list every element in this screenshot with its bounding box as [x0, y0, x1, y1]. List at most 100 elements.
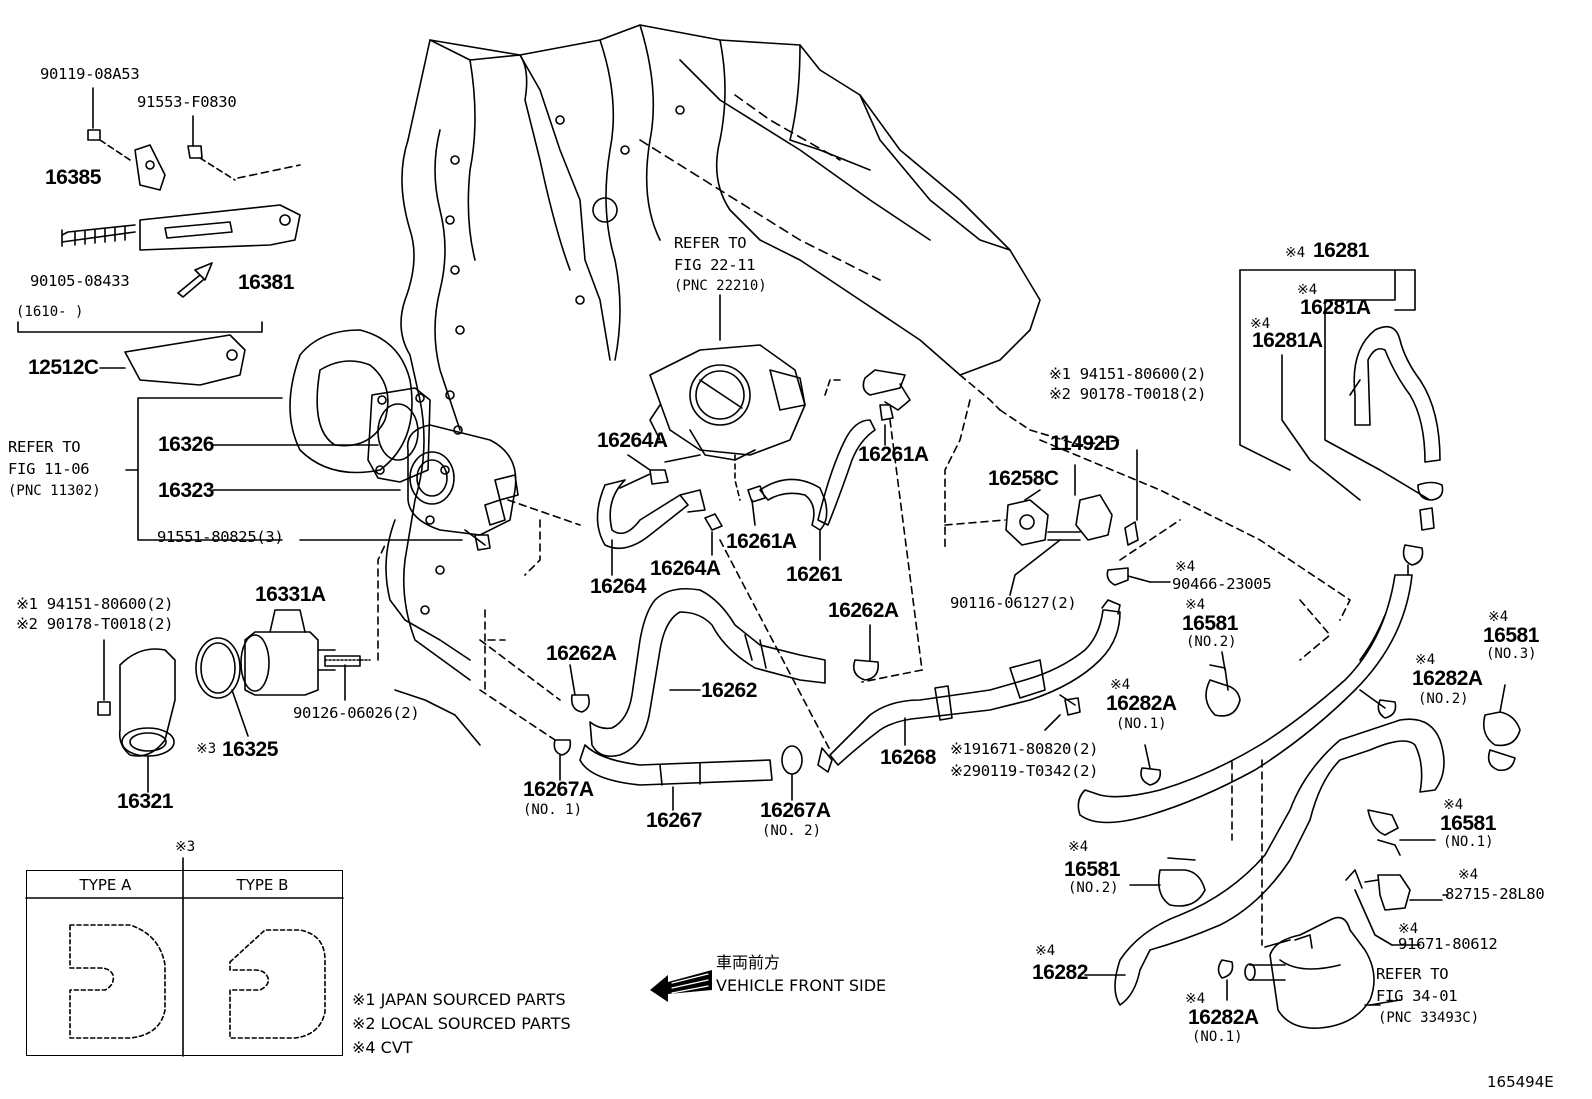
- part-label-16581-no2-bottom: 16581: [1064, 858, 1120, 881]
- part-label-16581-no3: 16581: [1483, 624, 1539, 647]
- thermostat-group: [97, 544, 386, 793]
- mark-4-16281A-left: ※4: [1250, 316, 1271, 332]
- no2-16282A: (NO.2): [1418, 691, 1469, 707]
- mark-4-16282A-no2: ※4: [1415, 652, 1436, 668]
- mark-4-90466: ※4: [1175, 559, 1196, 575]
- note-94151-left: ※1 94151-80600(2): [16, 595, 174, 613]
- part-label-90126-06026: 90126-06026(2): [293, 704, 420, 722]
- no1-16282A-top: (NO.1): [1116, 716, 1167, 732]
- no3-16581: (NO.3): [1486, 646, 1537, 662]
- part-label-16264A-bottom: 16264A: [650, 557, 721, 580]
- mark-4-16581-no3: ※4: [1488, 609, 1509, 625]
- note-90119-T0342: ※290119-T0342(2): [950, 762, 1099, 780]
- no1-16581: (NO.1): [1443, 834, 1494, 850]
- part-label-16325: 16325: [222, 738, 278, 761]
- part-label-91551-80825: 91551-80825(3): [157, 528, 284, 546]
- type-b-label: TYPE B: [236, 876, 289, 894]
- part-label-16267: 16267: [646, 809, 702, 832]
- part-label-16267A-no2: 16267A: [760, 799, 831, 822]
- legend-note-2: ※2 LOCAL SOURCED PARTS: [352, 1014, 571, 1033]
- refer-fig11-line1: REFER TO: [8, 438, 81, 456]
- part-label-16581-no2-top: 16581: [1182, 612, 1238, 635]
- part-label-16282: 16282: [1032, 961, 1088, 984]
- part-label-16261A-mid: 16261A: [726, 530, 797, 553]
- note-90178-right: ※2 90178-T0018(2): [1049, 385, 1207, 403]
- refer-fig11-line2: FIG 11-06: [8, 460, 90, 478]
- part-label-16262A-left: 16262A: [546, 642, 617, 665]
- no2-16267A: (NO. 2): [762, 823, 822, 839]
- type-box: TYPE A TYPE B: [26, 870, 343, 1056]
- mark-4-16281A-top: ※4: [1297, 282, 1318, 298]
- water-outlet-parts: [367, 387, 581, 576]
- front-arrow-icon: [650, 970, 712, 1002]
- part-label-16282A-no1-top: 16282A: [1106, 692, 1177, 715]
- engine-block-outline: [289, 24, 1121, 746]
- refer-fig34-line1: REFER TO: [1376, 965, 1449, 983]
- plug-plate-parts: [1005, 439, 1351, 621]
- part-label-16323: 16323: [158, 479, 214, 502]
- refer-fig22-line2: FIG 22-11: [674, 256, 756, 274]
- part-label-16264A-top: 16264A: [597, 429, 668, 452]
- part-label-90466-23005: 90466-23005: [1172, 575, 1272, 593]
- throttle-body: [649, 294, 806, 501]
- part-label-16321: 16321: [117, 790, 173, 813]
- part-label-16262A-right: 16262A: [828, 599, 899, 622]
- part-label-12512C: 12512C: [28, 356, 99, 379]
- part-label-16262: 16262: [701, 679, 757, 702]
- type-box-shapes: [25, 857, 344, 1057]
- part-label-90119-08A53: 90119-08A53: [40, 65, 140, 83]
- mark-4-91671: ※4: [1398, 921, 1419, 937]
- note-91671-80820: ※191671-80820(2): [950, 740, 1099, 758]
- refer-fig11-line3: (PNC 11302): [8, 483, 101, 499]
- hose-16281-bundle: [1077, 269, 1444, 824]
- part-label-82715-28L80: 82715-28L80: [1445, 885, 1545, 903]
- leader-lines: [1149, 581, 1449, 1006]
- hose-16282: [1084, 614, 1445, 1006]
- mark-4-16282A-no1-top: ※4: [1110, 677, 1131, 693]
- part-label-16267A-no1: 16267A: [523, 778, 594, 801]
- part-label-90116-06127: 90116-06127(2): [950, 594, 1077, 612]
- bracket-assembly: [61, 87, 301, 298]
- date-range-label: (1610- ): [16, 304, 84, 320]
- part-label-16331A: 16331A: [255, 583, 326, 606]
- mark-4-16581-no1: ※4: [1443, 797, 1464, 813]
- part-label-16268: 16268: [880, 746, 936, 769]
- hose-clips: [1129, 651, 1521, 946]
- refer-fig11-bracket: [125, 397, 463, 541]
- part-label-91671-80612: 91671-80612: [1398, 935, 1498, 953]
- part-label-90105-08433: 90105-08433: [30, 272, 130, 290]
- part-label-16282A-no2: 16282A: [1412, 667, 1483, 690]
- note-94151-right: ※1 94151-80600(2): [1049, 365, 1207, 383]
- part-label-16281A-top: 16281A: [1300, 296, 1371, 319]
- mark-4-16581-no2-top: ※4: [1185, 597, 1206, 613]
- part-label-16261A-top: 16261A: [858, 443, 929, 466]
- no1-16282A-bottom: (NO.1): [1192, 1029, 1243, 1045]
- no1-16267A: (NO. 1): [523, 802, 583, 818]
- part-label-16264: 16264: [590, 575, 646, 598]
- no2-16581-bottom: (NO.2): [1068, 880, 1119, 896]
- oil-cooler: [1244, 916, 1381, 1029]
- hose-16261: [747, 369, 923, 683]
- mark-4-82715: ※4: [1458, 867, 1479, 883]
- date-range-bracket: [17, 321, 263, 386]
- mark-4-16281: ※4: [1285, 245, 1306, 261]
- part-label-16581-no1: 16581: [1440, 812, 1496, 835]
- part-label-16281A-left: 16281A: [1252, 329, 1323, 352]
- part-label-11492D: 11492D: [1050, 432, 1120, 455]
- note-90178-left: ※2 90178-T0018(2): [16, 615, 174, 633]
- refer-fig34-line3: (PNC 33493C): [1378, 1010, 1480, 1026]
- type-a-label: TYPE A: [79, 876, 132, 894]
- legend-note-4: ※4 CVT: [352, 1038, 413, 1057]
- refer-fig22-line3: (PNC 22210): [674, 278, 767, 294]
- mark-4-16282: ※4: [1035, 943, 1056, 959]
- no2-16581-top: (NO.2): [1186, 634, 1237, 650]
- diagram-id: 165494E: [1487, 1073, 1554, 1091]
- mark-4-16282A-no1-bottom: ※4: [1185, 991, 1206, 1007]
- part-label-16258C: 16258C: [988, 467, 1059, 490]
- vehicle-front-jp: 車両前方: [716, 953, 781, 972]
- legend-note-1: ※1 JAPAN SOURCED PARTS: [352, 990, 566, 1009]
- part-label-16281: 16281: [1313, 239, 1369, 262]
- part-label-16261: 16261: [786, 563, 842, 586]
